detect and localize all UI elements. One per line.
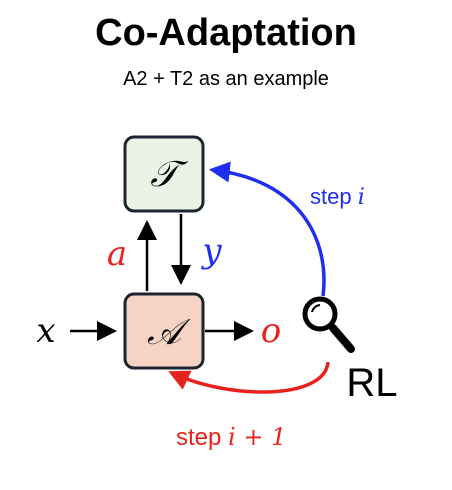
magnifier-icon (302, 296, 355, 353)
agent-node (123, 292, 205, 370)
tool-node (123, 135, 205, 213)
input-label: x (36, 311, 55, 351)
output-label: o (261, 311, 281, 351)
feedback-label: y (200, 231, 222, 271)
step-next-text: step (176, 424, 228, 451)
diagram-subtitle: A2 + T2 as an example (123, 68, 329, 90)
step-i-text: step (310, 184, 358, 209)
rl-label: RL (346, 361, 397, 405)
step-i-label: step i (310, 184, 365, 210)
step-i-arrow (208, 161, 326, 297)
step-next-label: step i + 1 (176, 423, 286, 451)
step-next-var: i + 1 (228, 423, 286, 451)
action-label: a (107, 234, 127, 274)
diagram-title: Co-Adaptation (95, 12, 357, 54)
step-i-var: i (358, 185, 365, 210)
step-next-arrow (168, 361, 330, 394)
